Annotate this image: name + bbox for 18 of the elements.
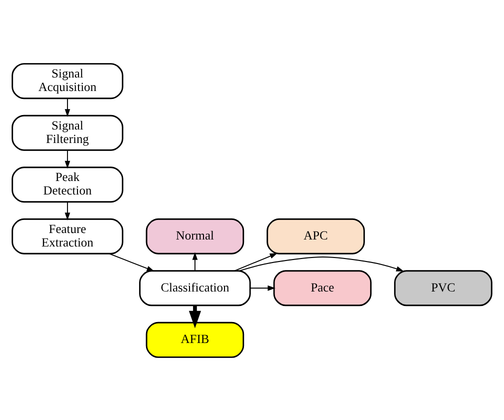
node-box: Signal Acquisition [12, 62, 124, 99]
arrow [64, 97, 70, 116]
arrow [192, 252, 198, 271]
node-box: PVC [394, 270, 492, 306]
arrow [250, 284, 276, 290]
arrow [64, 200, 70, 220]
node-box: Classification [139, 270, 251, 306]
node-box: Normal [146, 218, 244, 254]
arrow [108, 252, 154, 271]
node-box: AFIB [146, 321, 244, 358]
arrow [64, 149, 70, 168]
node-box: Feature Extraction [12, 218, 124, 254]
arrow [234, 252, 278, 271]
node-box: APC [266, 218, 365, 254]
arrow [239, 256, 404, 271]
node-box: Pace [273, 270, 372, 306]
node-box: Peak Detection [12, 166, 124, 202]
node-box: Signal Filtering [12, 114, 124, 150]
